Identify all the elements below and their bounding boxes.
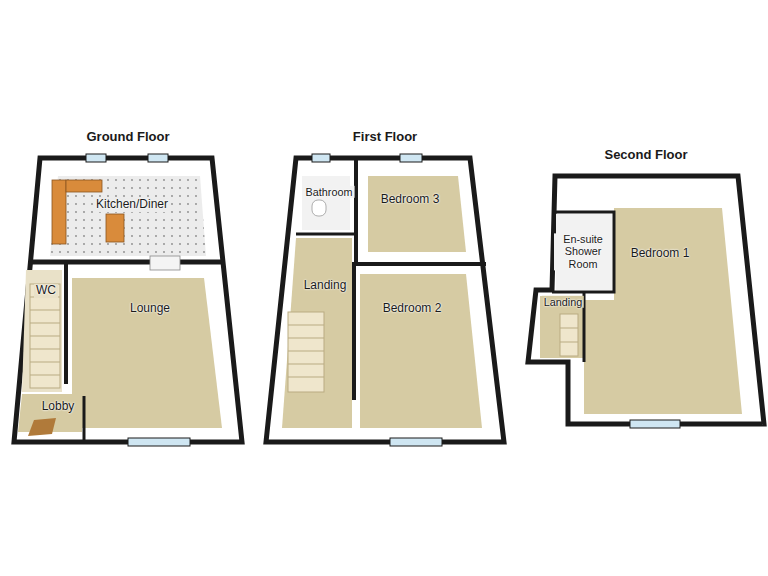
outer-wall	[266, 158, 504, 442]
carpet	[368, 176, 466, 252]
kitchen-unit	[66, 180, 102, 192]
room-label: Lobby	[40, 400, 77, 414]
room: En-suite Shower Room	[554, 214, 612, 290]
second-floor-drawing	[528, 176, 764, 428]
partition-wall	[352, 264, 356, 400]
window	[400, 154, 422, 162]
basin	[312, 200, 326, 216]
window	[128, 438, 190, 446]
room: Lounge	[72, 278, 212, 428]
bathroom-floor	[302, 176, 350, 230]
room-label: WC	[34, 284, 58, 298]
room: Lobby	[20, 394, 82, 432]
outer-wall	[14, 158, 242, 442]
stairs	[288, 312, 324, 392]
floor-plan: Second FloorEn-suite Shower RoomBedroom …	[528, 176, 764, 424]
carpet	[360, 274, 482, 428]
carpet	[72, 278, 222, 428]
partition-wall	[296, 233, 356, 236]
carpet	[282, 238, 352, 428]
partition-wall	[64, 262, 68, 384]
room-label: Landing	[542, 296, 584, 308]
room: Landing	[290, 240, 352, 428]
tiled-floor	[50, 176, 206, 256]
room: Kitchen/Diner	[52, 176, 206, 258]
room-label: Bathroom	[304, 186, 355, 198]
window	[630, 420, 680, 428]
kitchen-island	[106, 214, 124, 242]
door	[150, 256, 180, 270]
first-floor-drawing	[266, 154, 504, 446]
room: Bedroom 2	[358, 272, 472, 428]
room-label: Kitchen/Diner	[94, 198, 170, 212]
room-label: Bedroom 2	[381, 302, 444, 316]
room: Bedroom 1	[586, 190, 740, 412]
carpet	[540, 296, 584, 358]
window	[312, 154, 330, 162]
room-label: Bedroom 3	[379, 193, 442, 207]
room: Bedroom 3	[364, 176, 464, 256]
kitchen-unit	[52, 180, 66, 244]
room: Landing	[538, 294, 584, 358]
stair-floor	[22, 270, 62, 392]
room: Bathroom	[300, 176, 354, 232]
floor-heading: Ground Floor	[86, 129, 169, 144]
floor-heading: First Floor	[353, 129, 417, 144]
partition-wall	[552, 212, 614, 292]
stairs	[560, 314, 578, 356]
partition-wall	[354, 158, 358, 264]
partition-wall	[30, 260, 224, 265]
room-label: Bedroom 1	[629, 247, 692, 261]
door-mat	[28, 418, 56, 436]
room: WC	[22, 272, 64, 302]
floor-plan: First FloorBathroomBedroom 3LandingBedro…	[266, 158, 504, 442]
stairs	[30, 284, 60, 388]
room-label: En-suite Shower Room	[554, 233, 612, 270]
partition-wall	[83, 396, 86, 440]
floor-plan: Ground FloorKitchen/DinerWCLoungeLobby	[14, 158, 242, 442]
outer-wall	[528, 176, 764, 424]
ground-floor-drawing	[14, 154, 242, 446]
room-label: Landing	[302, 279, 349, 293]
window	[148, 154, 168, 162]
window	[390, 438, 442, 446]
floor-heading: Second Floor	[604, 147, 687, 162]
room-label: Lounge	[128, 302, 172, 316]
window	[86, 154, 106, 162]
partition-wall	[352, 262, 486, 266]
